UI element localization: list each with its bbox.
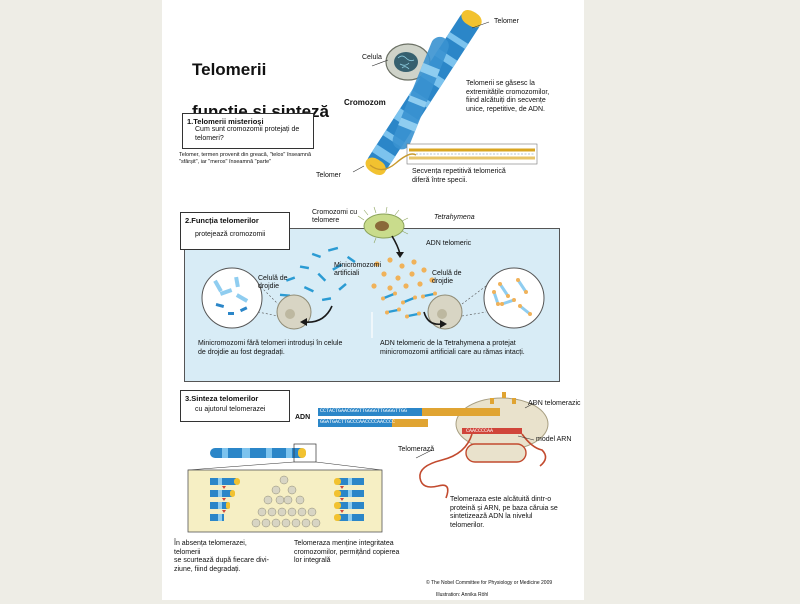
telomere-cap-top xyxy=(461,9,482,28)
section-1-question: Cum sunt cromozomii protejați de telomer… xyxy=(195,126,300,142)
telomeric-dna-fragments xyxy=(371,257,435,291)
sequence-note: Secvența repetitivă telomerică diferă în… xyxy=(412,168,506,184)
section-2-box: 2.Funcția telomerilor protejează cromozo… xyxy=(180,212,290,250)
cell-division-tree xyxy=(251,475,321,528)
credit-line-2: Illustration: Annika Röhl xyxy=(436,592,489,598)
adn-telomerazic-label: ADN telomerazic xyxy=(528,400,581,407)
tetrahymena-label: Tetrahymena xyxy=(434,214,475,221)
celula-label: Celula xyxy=(362,54,382,61)
section-3-box: 3.Sinteza telomerilor cu ajutorul telome… xyxy=(180,390,290,422)
dna-strand-top xyxy=(318,408,498,416)
section-2-caption-right: ADN telomeric de la Tetrahymena a protej… xyxy=(380,340,525,356)
telomeraza-label: Telomerază xyxy=(398,446,435,453)
celula-drojdie-left-label: Celulă de drojdie xyxy=(258,275,288,290)
credit: © The Nobel Committee for Physiology or … xyxy=(426,574,552,604)
title-line-1: Telomerii xyxy=(192,60,267,79)
rna-sequence: CAACCCCAA xyxy=(466,428,494,434)
section-2-caption-left: Minicromozomi fără telomeri introduși în… xyxy=(198,340,343,356)
telomere-description: Telomerii se găsesc la extremitățile cro… xyxy=(466,80,550,113)
dna-sequence-bottom: GGATGACTTGCCCAACCCCAACCCC xyxy=(320,419,396,425)
shrinking-telomeres xyxy=(210,478,240,521)
cromozom-label: Cromozom xyxy=(344,98,386,107)
dna-strand-bottom xyxy=(318,419,428,427)
celula-drojdie-right-label: Celulă de drojdie xyxy=(432,270,462,285)
small-chromosome xyxy=(210,448,306,458)
section-2-heading: 2.Funcția telomerilor xyxy=(185,216,259,225)
chromosome-illustration xyxy=(352,9,538,176)
telomere-cap-bottom xyxy=(365,157,386,176)
section-3-heading: 3.Sinteza telomerilor xyxy=(185,394,259,403)
telomere-synthesis-illustration xyxy=(187,392,549,533)
zoom-circle-left xyxy=(201,267,263,329)
minicromozomi-label: Minicromozomi artificiali xyxy=(334,262,382,277)
section-3-subheading: cu ajutorul telomerazei xyxy=(195,406,266,413)
credit-line-1: © The Nobel Committee for Physiology or … xyxy=(426,580,553,586)
telomere-function-illustration xyxy=(201,206,545,338)
cromozomi-cu-telomere-label: Cromozomi cu telomere xyxy=(312,209,358,224)
telomeraza-description: Telomeraza este alcătuită dintr-o protei… xyxy=(450,496,558,529)
model-arn-label: model ARN xyxy=(536,436,572,443)
cell-nucleus xyxy=(394,52,418,72)
section-3-caption-left: În absența telomerazei, telomerii se scu… xyxy=(174,540,269,573)
maintained-telomeres xyxy=(334,478,364,521)
telomer-bottom-label: Telomer xyxy=(316,172,341,179)
section-2-subheading: protejează cromozomii xyxy=(195,231,266,238)
section-1-box: 1.Telomerii misterioși Cum sunt cromozom… xyxy=(182,113,314,149)
rna-template xyxy=(462,428,522,434)
adn-label: ADN xyxy=(295,414,311,421)
diagram-page: Telomerii funcție și sinteză xyxy=(162,0,584,600)
adn-telomeric-label: ADN telomeric xyxy=(426,240,472,247)
section-3-caption-right: Telomeraza menține integritatea cromozom… xyxy=(294,540,400,564)
section-1-heading: 1.Telomerii misterioși xyxy=(187,117,264,126)
dna-sequence-top: CCTACTGAACGGGTTGGGGTTGGGGTTGG xyxy=(320,408,408,414)
telomer-top-label: Telomer xyxy=(494,18,519,25)
etymology-note: Telomer, termen provenit din greacă, "te… xyxy=(179,152,311,165)
